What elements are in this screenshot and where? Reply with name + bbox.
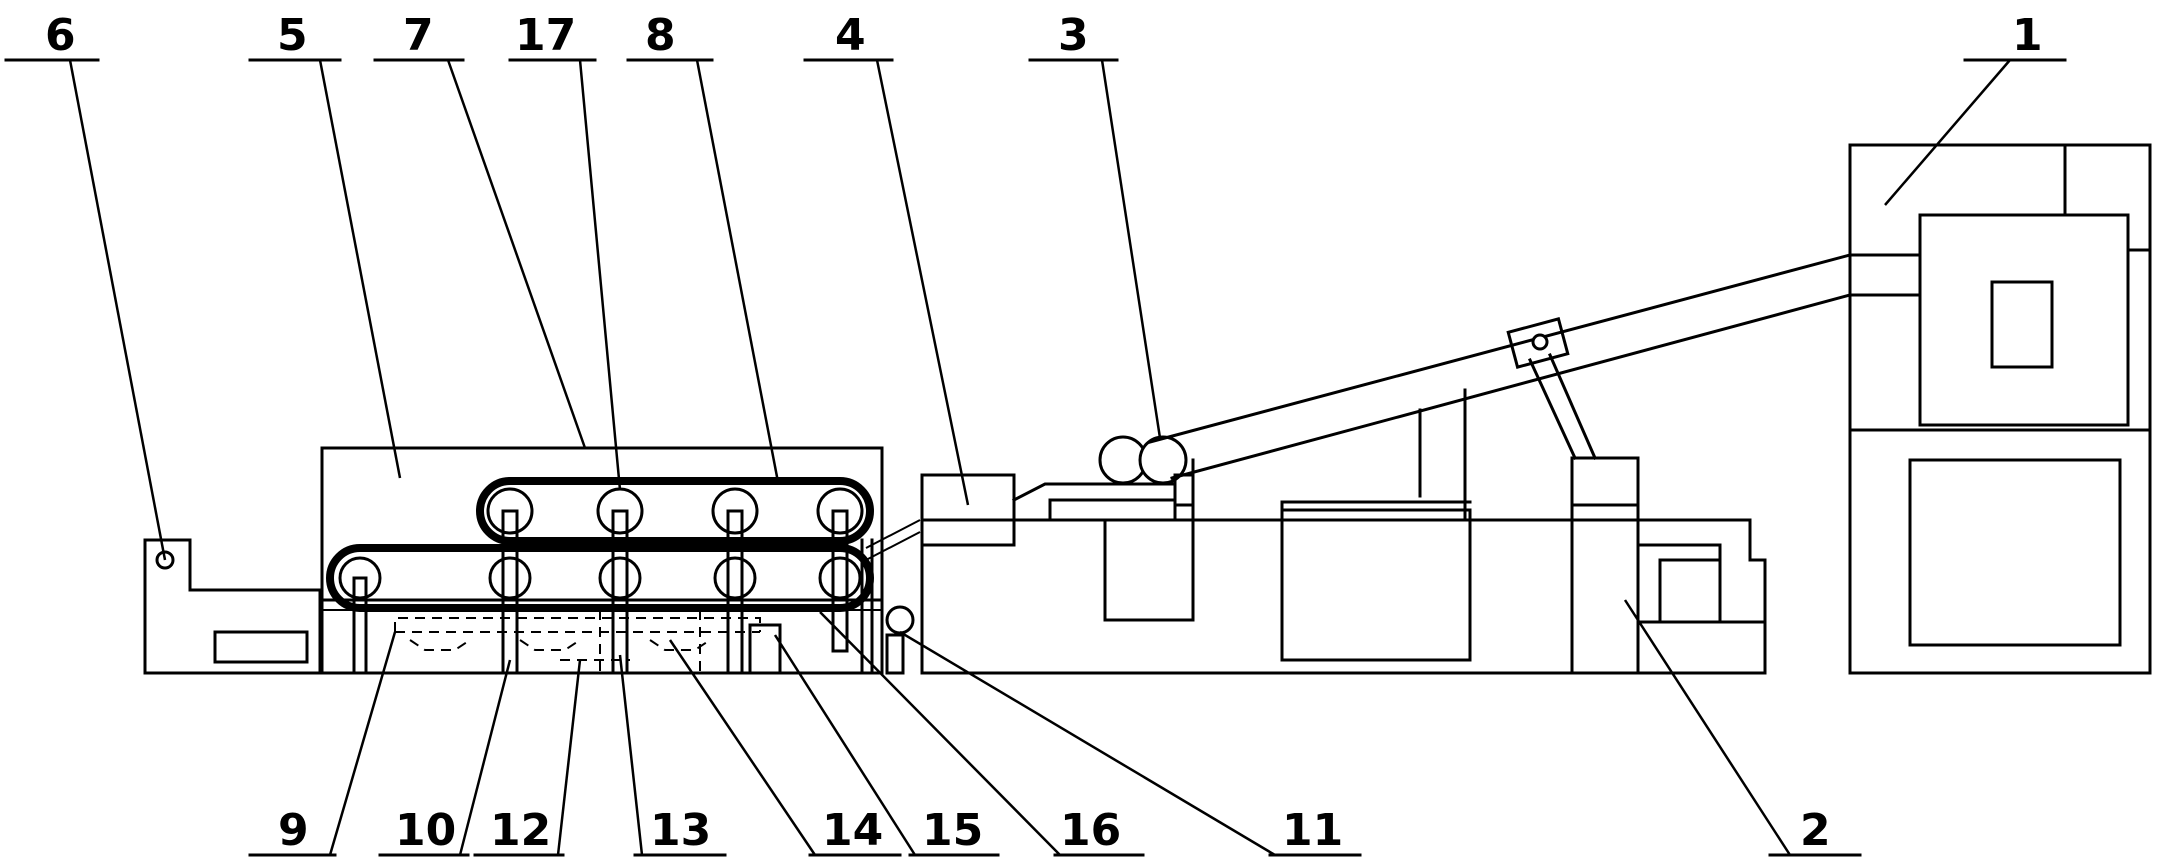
label-16: 16 — [1060, 805, 1121, 856]
unit-4-processing-bench — [922, 390, 1572, 673]
inclined-conveyor — [1150, 255, 1850, 478]
label-17: 17 — [515, 10, 576, 61]
bottom-labels: 9 10 12 13 14 15 16 11 2 — [250, 600, 1860, 856]
label-7: 7 — [403, 10, 434, 61]
label-2: 2 — [1800, 805, 1831, 856]
label-11: 11 — [1282, 805, 1343, 856]
label-15: 15 — [922, 805, 983, 856]
label-5: 5 — [277, 10, 308, 61]
label-6: 6 — [45, 10, 76, 61]
label-14: 14 — [822, 805, 883, 856]
top-labels: 6 5 7 17 8 4 3 1 — [6, 10, 2065, 560]
heater-trays — [395, 610, 780, 673]
label-1: 1 — [2012, 10, 2043, 61]
upper-conveyor-belt — [480, 481, 870, 541]
label-10: 10 — [395, 805, 456, 856]
unit-1-cabinet — [1850, 145, 2150, 673]
unit-2-stepped-frame — [1572, 458, 1765, 673]
unit-6-end-base — [145, 540, 320, 673]
label-13: 13 — [650, 805, 711, 856]
label-9: 9 — [278, 805, 309, 856]
label-8: 8 — [645, 10, 676, 61]
transfer-link — [866, 520, 920, 673]
label-12: 12 — [490, 805, 551, 856]
label-4: 4 — [835, 10, 866, 61]
unit-3-twin-rollers — [1100, 437, 1193, 505]
label-3: 3 — [1058, 10, 1089, 61]
